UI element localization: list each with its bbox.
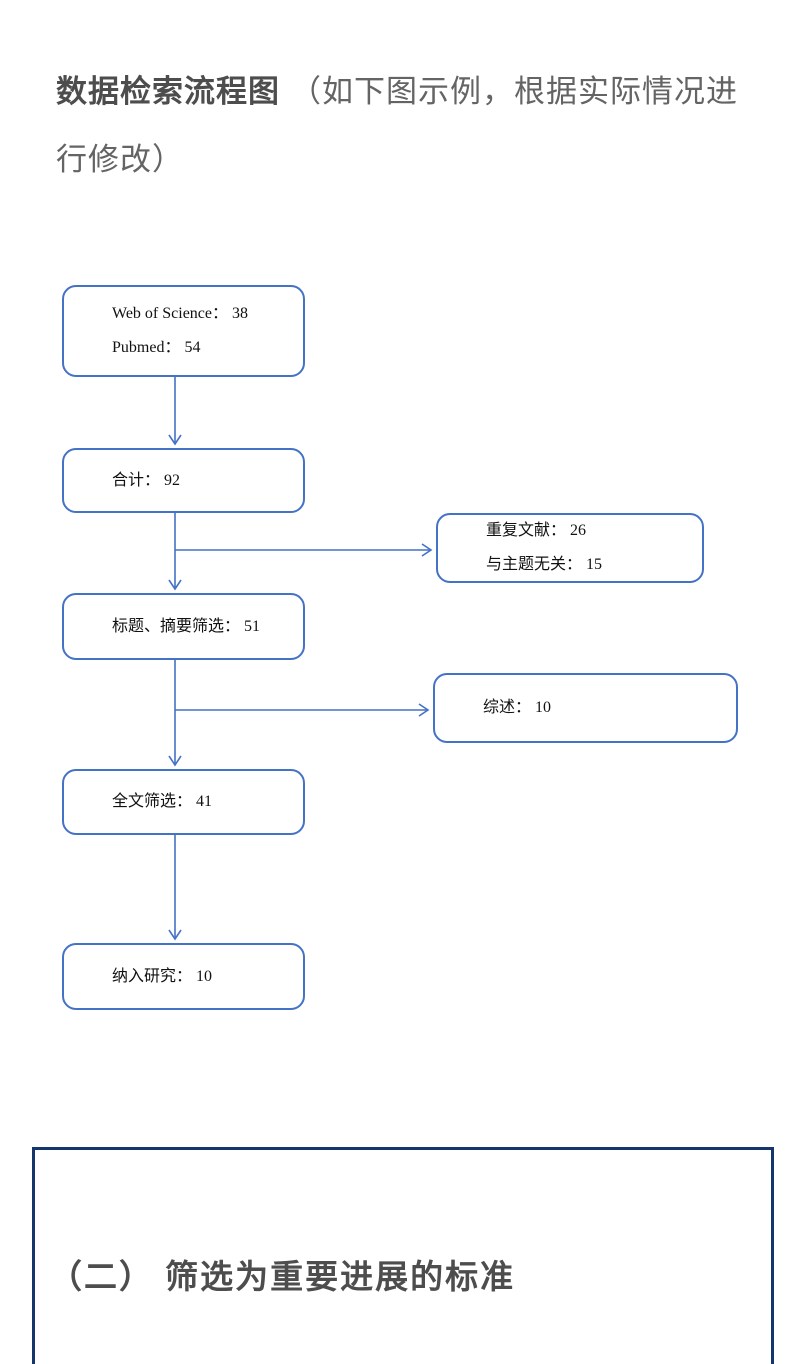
flow-box-fulltext-screen: 全文筛选： 41 bbox=[62, 769, 305, 835]
flow-box-sources-line1: Web of Science： 38 bbox=[112, 305, 249, 322]
flow-box-title-abstract-screen: 标题、摘要筛选： 51 bbox=[62, 593, 305, 660]
flow-box-excluded-duplicates: 重复文献： 26 与主题无关： 15 bbox=[436, 513, 704, 583]
section-heading: （二） 筛选为重要进展的标准 bbox=[49, 1258, 516, 1295]
flow-box-excluded-duplicates-line2: 与主题无关： 15 bbox=[486, 556, 603, 573]
flow-box-fulltext-line1: 全文筛选： 41 bbox=[112, 793, 213, 810]
flow-box-excluded-duplicates-line1: 重复文献： 26 bbox=[486, 522, 587, 539]
flow-box-total-line1: 合计： 92 bbox=[112, 471, 181, 489]
flow-box-reviews-excluded: 综述： 10 bbox=[433, 673, 738, 743]
flow-box-reviews-line1: 综述： 10 bbox=[483, 699, 552, 716]
flow-box-included-line1: 纳入研究： 10 bbox=[112, 967, 213, 985]
flow-box-included-studies: 纳入研究： 10 bbox=[62, 943, 305, 1010]
flow-box-sources-line2: Pubmed： 54 bbox=[112, 339, 201, 356]
section-container: （二） 筛选为重要进展的标准 bbox=[32, 1147, 774, 1364]
flow-box-title-abstract-line1: 标题、摘要筛选： 51 bbox=[112, 617, 261, 635]
flow-box-total: 合计： 92 bbox=[62, 448, 305, 513]
page-title-bold: 数据检索流程图 bbox=[56, 74, 280, 109]
page-title-note: （如下图示例，根据实际情况进行修改） bbox=[56, 74, 738, 177]
page-title: 数据检索流程图（如下图示例，根据实际情况进行修改） bbox=[56, 58, 756, 194]
flow-box-sources: Web of Science： 38 Pubmed： 54 bbox=[62, 285, 305, 377]
